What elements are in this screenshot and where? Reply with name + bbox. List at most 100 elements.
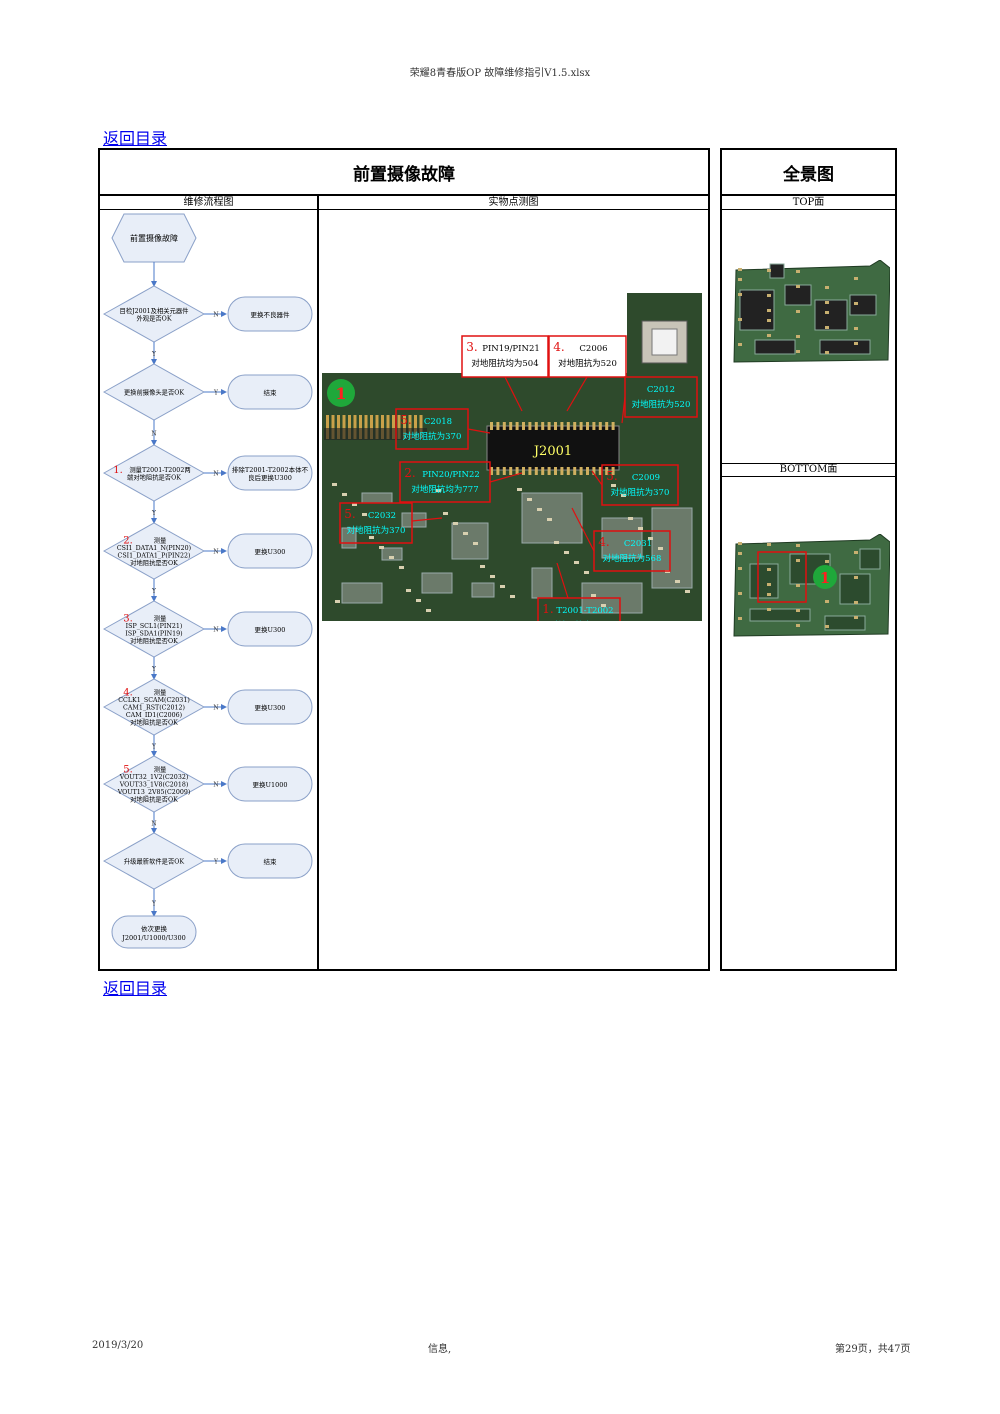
flow-action-text: 良后更换U300 [248, 473, 292, 482]
pcb-smd-part [335, 600, 340, 603]
flow-branch-label: Y [151, 588, 157, 595]
pcb-j2001-pin [534, 422, 538, 430]
pcb-j2001-pin [522, 422, 525, 430]
board-smd [854, 551, 858, 554]
flow-action-shape [227, 843, 313, 879]
photo-callout-value: 对地阻抗为777 [550, 620, 609, 621]
photo-callout-ref: C2006 [579, 344, 607, 354]
photo-callout-value: 对地阻抗为370 [403, 431, 462, 442]
board-smd [796, 285, 800, 288]
pcb-smd-part [621, 494, 626, 497]
photo-callout-box [339, 502, 413, 544]
photo-marker-1-label: 1 [335, 384, 346, 403]
board-smd [796, 544, 800, 547]
photo-callout-leader [566, 376, 588, 412]
pcb-j2001-pin [566, 422, 570, 430]
main-title: 前置摄像故障 [100, 150, 708, 196]
board-component [754, 339, 796, 355]
board-outline [733, 260, 890, 363]
board-component [849, 294, 877, 316]
board-smd [767, 334, 771, 337]
pcb-j2001-connector [486, 425, 620, 471]
pcb-j2001-pin [573, 422, 577, 430]
top-view-label: TOP面 [722, 196, 895, 210]
pcb-smd-part [379, 546, 384, 549]
pcb-smd-part [436, 489, 441, 492]
board-component [814, 299, 848, 331]
flow-decision-text: CCLK1_SCAM(C2031) [118, 697, 190, 704]
footer-date: 2019/3/20 [92, 1340, 144, 1351]
board-smd [738, 318, 742, 321]
pcb-j2001-pin [579, 422, 583, 430]
board-smd [825, 351, 829, 354]
pcb-smd-part [416, 599, 421, 602]
pcb-j2001-pin [502, 467, 506, 475]
flow-branch-label: N [213, 312, 218, 319]
flow-action-shape [227, 374, 313, 410]
photo-callout-ref: C2009 [632, 473, 660, 483]
flow-decision-text: CAM_ID1(C2006) [126, 712, 182, 719]
board-smd [767, 583, 771, 586]
board-smd [767, 543, 771, 546]
board-smd [796, 624, 800, 627]
board-smd [796, 335, 800, 338]
pcb-j2001-pin [592, 467, 596, 475]
flow-decision-text: VOUT13_2V85(C2009) [117, 789, 191, 796]
pcb-j2001-pin [566, 467, 570, 475]
flow-branch-label: Y [151, 666, 157, 673]
flow-header: 维修流程图 [100, 196, 317, 210]
pcb-j2001-pin [534, 467, 538, 475]
pcb-pin [364, 415, 368, 439]
pcb-smd-part [517, 488, 522, 491]
pcb-smd-part [638, 527, 643, 530]
flow-branch-label: Y [151, 510, 157, 517]
flow-decision-text: CSI1_DATA1_P(PIN22) [118, 552, 191, 559]
photo-callout-leader [621, 396, 626, 424]
photo-callout-value: 对地阻抗为520 [632, 399, 691, 410]
board-smd [738, 542, 742, 545]
bottom-view-label: BOTTOM面 [722, 463, 895, 477]
board-smd [738, 617, 742, 620]
flow-action-shape [227, 296, 313, 332]
pcb-smd-part [473, 542, 478, 545]
pcb-j2001-pin [611, 467, 615, 475]
photo-callout-leader [504, 376, 523, 412]
flow-action-shape [227, 533, 313, 569]
photo-callout-value: 对地阻抗为370 [347, 525, 406, 536]
board-smd [767, 269, 771, 272]
pcb-smd-part [675, 580, 680, 583]
pcb-smd-part [332, 483, 337, 486]
photo-callout-value: 对地阻抗为520 [558, 358, 617, 369]
pcb-pin [375, 415, 379, 439]
photo-callout-number: 4. [598, 535, 609, 549]
flow-decision-text: ISP_SDA1(PIN19) [125, 630, 182, 637]
pcb-j2001-pin [522, 467, 525, 475]
flow-decision-text: 对地阻抗是否OK [130, 795, 178, 804]
pcb-j2001-pin [573, 467, 577, 475]
flow-decision-text: CAM1_RST(C2012) [123, 705, 185, 712]
photo-callout-number: 5. [606, 469, 617, 483]
pcb-pin [326, 415, 329, 439]
pcb-component [451, 522, 489, 560]
flow-decision-text: 端对地阻抗是否OK [127, 472, 181, 481]
pcb-j2001-pin [554, 422, 557, 430]
bottom-board-image: 1 [733, 534, 890, 637]
pcb-smd-part [574, 561, 579, 564]
flow-action-text: 更换不良器件 [251, 310, 291, 319]
flow-branch-label: Y [213, 859, 219, 866]
back-to-toc-link[interactable]: 返回目录 [103, 129, 168, 148]
pcb-pin [403, 415, 406, 439]
pcb-connector-body [324, 428, 427, 440]
board-component [859, 548, 881, 570]
pcb-smd-part [453, 522, 458, 525]
pcb-smd-part [443, 512, 448, 515]
photo-callout-value: 对地阻抗为370 [611, 487, 670, 498]
flow-decision-text: 测量 [154, 536, 167, 544]
pcb-smd-part [510, 595, 515, 598]
back-to-toc-link-bottom[interactable]: 返回目录 [103, 979, 168, 998]
pcb-smd-part [362, 513, 367, 516]
pcb-j2001-pin [509, 467, 513, 475]
board-smd [825, 311, 829, 314]
photo-callout-number: 1. [542, 602, 553, 616]
